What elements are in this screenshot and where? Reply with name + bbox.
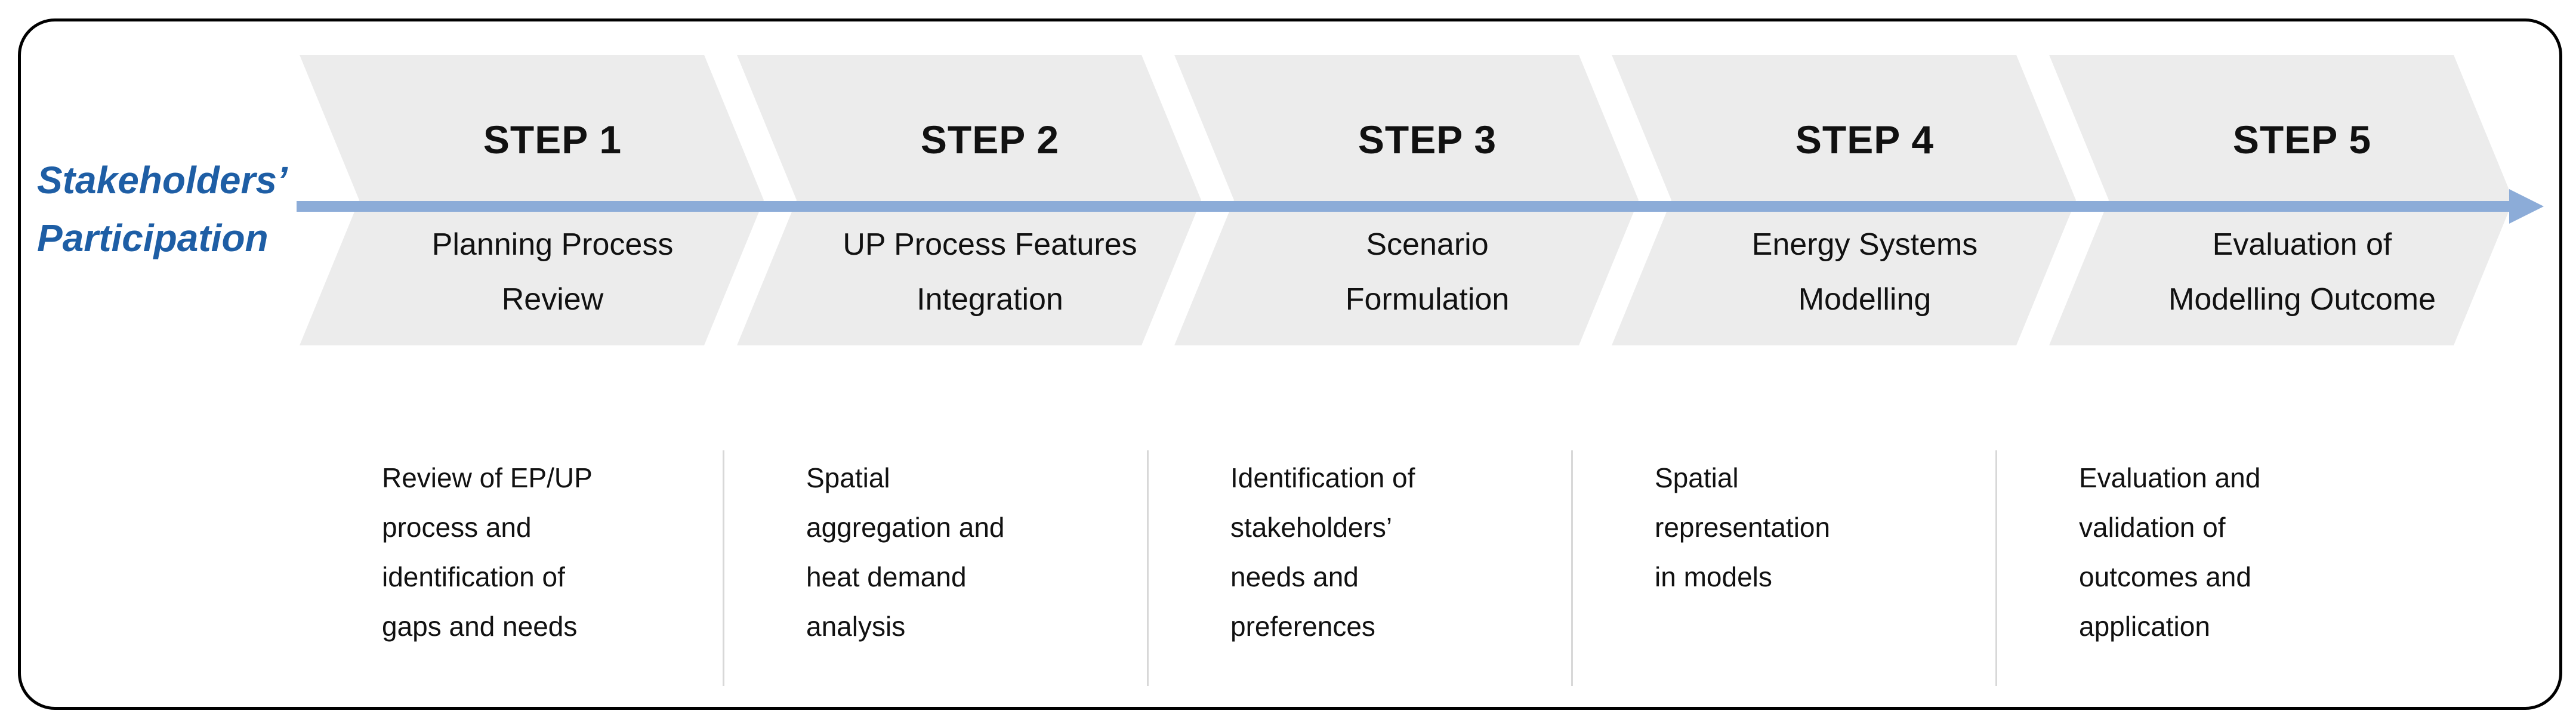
step-1-title: STEP 1: [483, 118, 622, 162]
step-5-description: Evaluation and validation of outcomes an…: [2079, 453, 2413, 651]
description-line: process and: [382, 512, 532, 543]
step-2-description: Spatial aggregation and heat demand anal…: [806, 453, 1140, 651]
step-1-subtitle: Planning Process Review: [359, 217, 746, 327]
chevron-step-1: STEP 1 Planning Process Review: [300, 55, 764, 345]
timeline-arrow-head-icon: [2509, 189, 2544, 224]
column-divider-1: [723, 450, 724, 686]
description-line: outcomes and: [2079, 561, 2251, 592]
step-1-subtitle-line: Review: [501, 282, 604, 317]
chevron-step-4: STEP 4 Energy Systems Modelling: [1612, 55, 2076, 345]
description-line: validation of: [2079, 512, 2226, 543]
description-line: analysis: [806, 611, 906, 642]
chevron-step-2: STEP 2 UP Process Features Integration: [737, 55, 1201, 345]
step-3-subtitle: Scenario Formulation: [1234, 217, 1621, 327]
description-line: heat demand: [806, 561, 967, 592]
stakeholders-participation-label: Stakeholders’ Participation: [37, 152, 317, 267]
description-line: representation: [1655, 512, 1831, 543]
column-divider-2: [1147, 450, 1149, 686]
label-line-1: Stakeholders’: [37, 159, 288, 202]
description-line: needs and: [1230, 561, 1359, 592]
description-line: application: [2079, 611, 2210, 642]
description-line: aggregation and: [806, 512, 1005, 543]
step-4-title: STEP 4: [1795, 118, 1935, 162]
description-line: gaps and needs: [382, 611, 578, 642]
label-line-2: Participation: [37, 217, 269, 259]
step-1-description: Review of EP/UP process and identificati…: [382, 453, 716, 651]
step-2-subtitle: UP Process Features Integration: [797, 217, 1183, 327]
step-5-title: STEP 5: [2232, 118, 2372, 162]
description-line: Identification of: [1230, 462, 1415, 493]
step-4-subtitle-line: Modelling: [1798, 282, 1932, 317]
step-3-description: Identification of stakeholders’ needs an…: [1230, 453, 1565, 651]
timeline-arrow: [297, 201, 2511, 212]
step-4-subtitle-line: Energy Systems: [1751, 227, 1978, 262]
description-line: Evaluation and: [2079, 462, 2261, 493]
chevron-step-5: STEP 5 Evaluation of Modelling Outcome: [2049, 55, 2513, 345]
description-line: Spatial: [806, 462, 890, 493]
step-2-title: STEP 2: [920, 118, 1060, 162]
step-5-subtitle-line: Modelling Outcome: [2168, 282, 2436, 317]
step-2-subtitle-line: UP Process Features: [843, 227, 1137, 262]
step-3-title: STEP 3: [1358, 118, 1497, 162]
step-5-subtitle-line: Evaluation of: [2212, 227, 2392, 262]
description-line: in models: [1655, 561, 1772, 592]
step-1-subtitle-line: Planning Process: [431, 227, 674, 262]
step-4-subtitle: Energy Systems Modelling: [1671, 217, 2058, 327]
step-2-subtitle-line: Integration: [917, 282, 1063, 317]
step-3-subtitle-line: Scenario: [1366, 227, 1489, 262]
description-line: stakeholders’: [1230, 512, 1393, 543]
description-line: preferences: [1230, 611, 1375, 642]
column-divider-3: [1571, 450, 1573, 686]
step-4-description: Spatial representation in models: [1655, 453, 1989, 602]
column-divider-4: [1995, 450, 1997, 686]
description-line: Review of EP/UP: [382, 462, 593, 493]
step-5-subtitle: Evaluation of Modelling Outcome: [2109, 217, 2495, 327]
chevron-step-3: STEP 3 Scenario Formulation: [1174, 55, 1639, 345]
description-line: identification of: [382, 561, 565, 592]
description-line: Spatial: [1655, 462, 1739, 493]
step-3-subtitle-line: Formulation: [1345, 282, 1510, 317]
